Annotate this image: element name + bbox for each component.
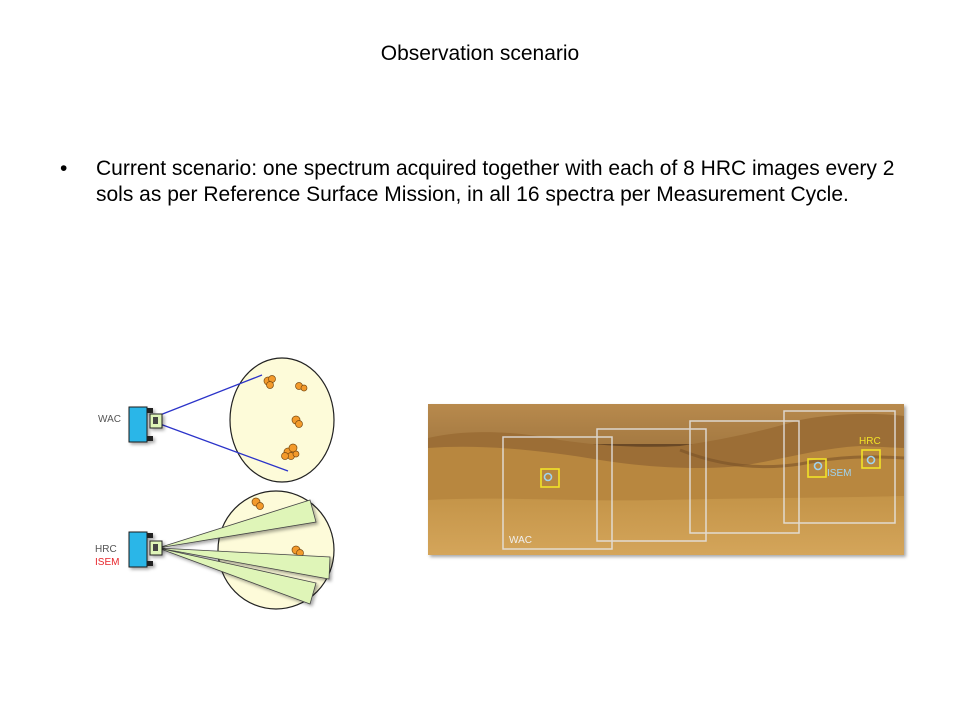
photo-hrc-label: HRC <box>859 436 881 447</box>
wac-label: WAC <box>98 414 121 425</box>
wac-schematic: WAC <box>98 358 334 482</box>
wac-camera-icon <box>129 407 162 442</box>
hrc-schematic: HRC ISEM <box>95 491 334 609</box>
photo-wac-label: WAC <box>509 535 532 546</box>
photo-isem-label: ISEM <box>827 468 851 479</box>
hrc-camera-icon <box>129 532 162 567</box>
mars-panorama: WAC HRC ISEM <box>428 404 904 555</box>
isem-label: ISEM <box>95 557 119 568</box>
hrc-label: HRC <box>95 544 117 555</box>
wac-target-disc <box>230 358 334 482</box>
